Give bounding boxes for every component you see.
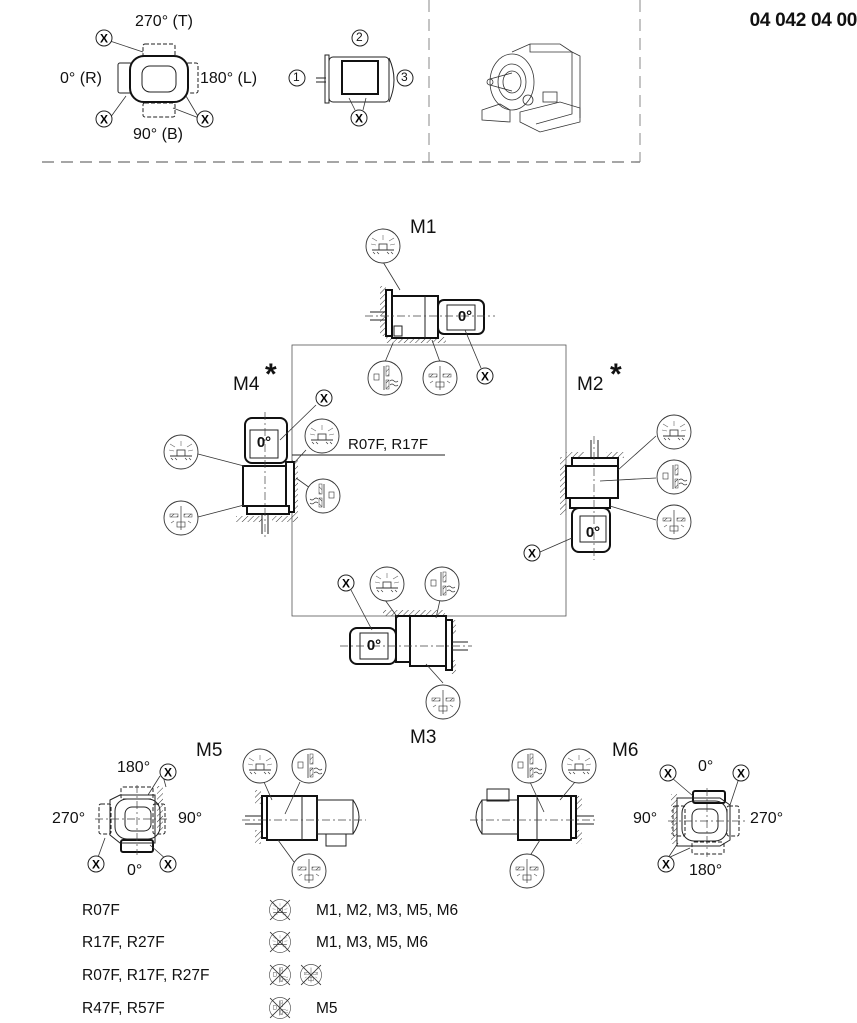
motor-badge-m4: 0° — [256, 434, 272, 451]
drain-symbol — [425, 684, 461, 720]
x-marker — [732, 764, 750, 782]
gear-unit-m1 — [365, 286, 495, 343]
gear-unit-m4 — [236, 412, 298, 538]
legend-types: R07F — [82, 902, 120, 919]
x-marker — [523, 544, 541, 562]
header-frame — [42, 0, 641, 163]
gear-unit-m3 — [340, 610, 472, 674]
x-marker — [159, 855, 177, 873]
gear-unit-m6 — [470, 788, 596, 844]
breather-symbol — [365, 228, 401, 264]
oil-level-symbol — [511, 748, 547, 784]
m5-end-view — [95, 785, 170, 855]
m4-type-note: R07F, R17F — [348, 436, 429, 453]
drain-symbol — [422, 360, 458, 396]
breather-symbol — [561, 748, 597, 784]
drain-symbol — [163, 500, 199, 536]
legend-positions: M1, M2, M3, M5, M6 — [316, 902, 459, 919]
oil-level-symbol — [305, 478, 341, 514]
x-marker — [196, 110, 214, 128]
x-marker — [159, 763, 177, 781]
gear-unit-m2 — [560, 436, 624, 560]
gear-unit-m5 — [242, 790, 366, 847]
breather-symbol — [163, 434, 199, 470]
breather-symbol — [656, 414, 692, 450]
document-number: 04 042 04 00 — [749, 10, 857, 31]
legend-symbol-breather-crossed — [269, 931, 291, 953]
motor-badge-m2: 0° — [585, 524, 601, 541]
x-marker — [657, 855, 675, 873]
m6-end-view — [668, 788, 745, 857]
legend-symbol-drain-crossed — [300, 964, 322, 986]
cable-entry-label-2: 2 — [356, 30, 363, 44]
m6-angle-bottom: 180° — [689, 862, 723, 879]
mounting-label-m5: M5 — [196, 740, 223, 761]
breather-symbol — [242, 748, 278, 784]
legend-symbol-breather-crossed — [269, 899, 291, 921]
oil-level-symbol — [656, 459, 692, 495]
legend-types: R47F, R57F — [82, 1000, 165, 1017]
m6-angle-right: 270° — [750, 810, 784, 827]
breather-symbol — [304, 418, 340, 454]
m2-asterisk: * — [610, 358, 622, 391]
oil-level-symbol — [424, 566, 460, 602]
m5-angle-left: 270° — [52, 810, 86, 827]
breather-symbol — [369, 566, 405, 602]
m6-angle-top: 0° — [698, 758, 714, 775]
motor-badge-m3: 0° — [366, 637, 382, 654]
m5-angle-right: 90° — [178, 810, 203, 827]
m4-asterisk: * — [265, 358, 277, 391]
drain-symbol — [509, 853, 545, 889]
mounting-label-m3: M3 — [410, 727, 437, 748]
x-marker — [337, 574, 355, 592]
legend-positions: M5 — [316, 1000, 338, 1017]
mounting-label-m4: M4 — [233, 374, 260, 395]
mounting-label-m1: M1 — [410, 217, 437, 238]
terminal-position-left: 0° (R) — [60, 70, 102, 87]
x-marker — [95, 29, 113, 47]
x-marker — [659, 764, 677, 782]
mounting-label-m6: M6 — [612, 740, 639, 761]
oil-level-symbol — [291, 748, 327, 784]
terminal-box-diagram — [109, 40, 200, 119]
terminal-position-bottom: 90° (B) — [133, 126, 183, 143]
legend-symbol-oil-level-crossed — [269, 997, 291, 1019]
m5-angle-top: 180° — [117, 759, 151, 776]
oil-level-symbol — [367, 360, 403, 396]
x-marker — [87, 855, 105, 873]
terminal-position-right: 180° (L) — [200, 70, 258, 87]
x-marker — [350, 109, 368, 127]
terminal-position-top: 270° (T) — [135, 13, 193, 30]
legend-types: R07F, R17F, R27F — [82, 967, 210, 984]
drain-symbol — [291, 853, 327, 889]
cable-entry-label-3: 3 — [401, 70, 408, 84]
motor-badge-m1: 0° — [457, 308, 473, 325]
x-marker — [95, 110, 113, 128]
mounting-label-m2: M2 — [577, 374, 604, 395]
x-marker — [476, 367, 494, 385]
drain-symbol — [656, 504, 692, 540]
gear-unit-isometric — [481, 43, 581, 133]
x-marker — [315, 389, 333, 407]
cable-entry-diagram — [316, 54, 395, 104]
cable-entry-label-1: 1 — [293, 70, 300, 84]
legend-positions: M1, M3, M5, M6 — [316, 934, 428, 951]
m5-angle-bottom: 0° — [127, 862, 143, 879]
legend-types: R17F, R27F — [82, 934, 165, 951]
m6-angle-left: 90° — [633, 810, 658, 827]
legend-symbol-oil-level-crossed — [269, 964, 291, 986]
